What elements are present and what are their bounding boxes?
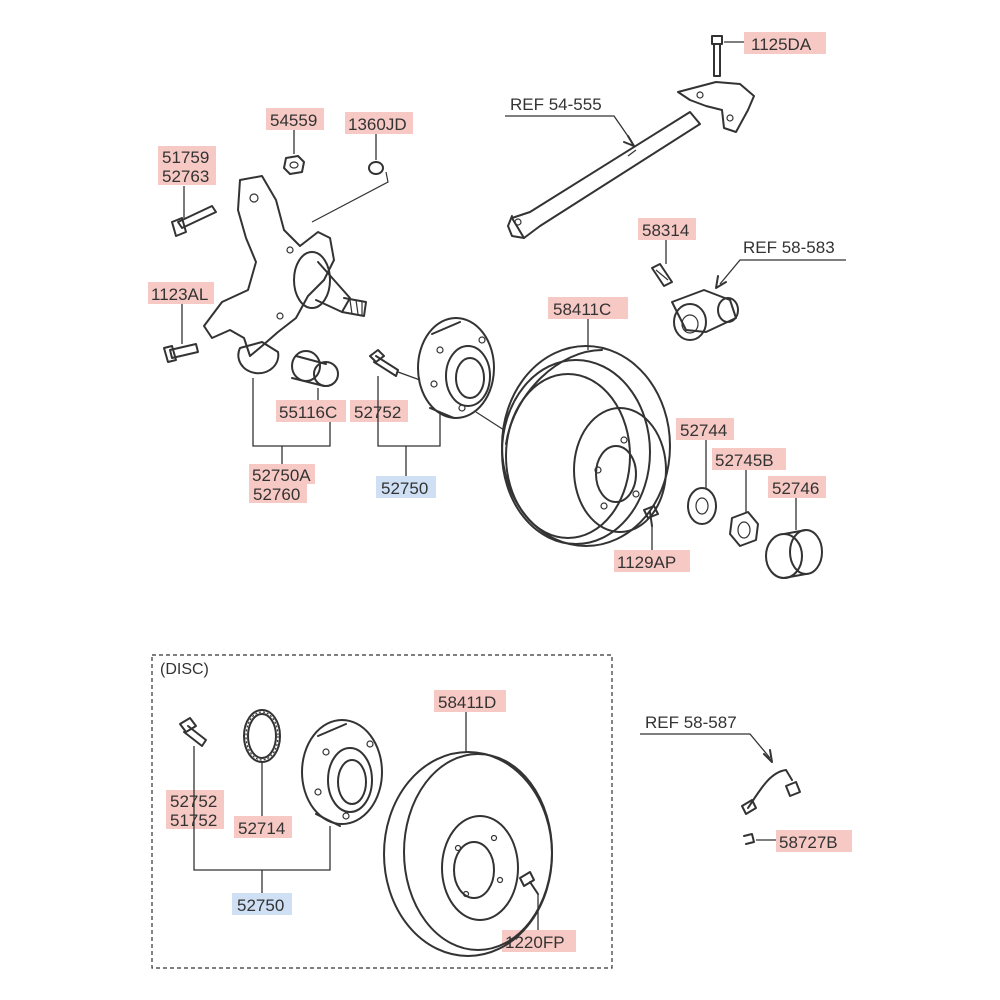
label-52750A[interactable]: 52750A [249, 464, 315, 485]
label-52714-text: 52714 [238, 819, 285, 838]
hub-52750 [417, 317, 505, 431]
label-58411C-text: 58411C [553, 300, 611, 319]
label-52750-assembly-disc[interactable]: 52750 [232, 893, 292, 915]
bolt-1125DA [711, 35, 723, 77]
ref-54-555-text: REF 54-555 [510, 95, 602, 114]
washer-52744 [687, 487, 717, 525]
label-54559-text: 54559 [270, 111, 317, 130]
guide-1360JD [311, 171, 389, 223]
hub-disc [301, 719, 383, 827]
knuckle [203, 175, 367, 375]
label-1360JD-text: 1360JD [348, 115, 407, 134]
hub-bolt-52752-disc [179, 717, 207, 747]
label-1220FP[interactable]: 1220FP [502, 930, 576, 952]
torsion-axle-beam [507, 81, 755, 239]
ref-54-555-leader [505, 115, 633, 143]
label-51759[interactable]: 51759 [158, 146, 216, 167]
bracket-52750A [252, 378, 331, 447]
label-52750-assembly-top-text: 52750 [381, 479, 428, 498]
bracket-52750-top [377, 376, 441, 447]
wheel-cylinder [671, 289, 739, 341]
label-1220FP-text: 1220FP [505, 933, 565, 952]
label-52750-assembly-disc-text: 52750 [237, 896, 284, 915]
ref-54-555-arrow [623, 135, 635, 147]
label-58411D[interactable]: 58411D [434, 690, 506, 712]
label-1125DA[interactable]: 1125DA [744, 32, 826, 54]
cap-52746 [765, 529, 823, 579]
screw-1220FP [519, 871, 539, 895]
ref-58-583-leader [719, 259, 846, 285]
label-52744-text: 52744 [680, 421, 727, 440]
ref-58-587-text: REF 58-587 [645, 713, 737, 732]
label-52760-text: 52760 [253, 485, 300, 504]
label-51752[interactable]: 51752 [166, 809, 224, 830]
label-1360JD[interactable]: 1360JD [345, 112, 413, 134]
hub-bolt-52752-top [369, 349, 421, 381]
brake-hose [741, 769, 801, 815]
ref-54-555[interactable]: REF 54-555 [505, 95, 635, 147]
label-52714[interactable]: 52714 [234, 816, 292, 838]
label-1123AL[interactable]: 1123AL [148, 282, 214, 304]
nut-54559 [283, 155, 305, 175]
label-58314-text: 58314 [642, 221, 689, 240]
bolt-1129AP [643, 505, 659, 527]
label-1129AP-text: 1129AP [617, 553, 676, 572]
label-55116C-text: 55116C [279, 403, 337, 422]
bushing-55116C [291, 350, 339, 387]
label-52745B-text: 52745B [715, 451, 774, 470]
label-58314[interactable]: 58314 [638, 218, 696, 240]
washer-1360JD [368, 161, 384, 175]
label-52763[interactable]: 52763 [158, 165, 216, 186]
label-58727B-text: 58727B [779, 833, 838, 852]
label-54559[interactable]: 54559 [266, 108, 324, 130]
ref-58-583-text: REF 58-583 [743, 238, 835, 257]
ref-58-583[interactable]: REF 58-583 [715, 238, 846, 289]
label-52750-assembly-top[interactable]: 52750 [376, 476, 436, 498]
brake-disc-58411D [383, 751, 553, 957]
ref-58-583-arrow [715, 275, 727, 289]
bleeder-58314 [651, 263, 673, 287]
label-52750A-text: 52750A [252, 466, 311, 485]
nut-52745B [729, 511, 759, 547]
label-58411C[interactable]: 58411C [548, 297, 628, 319]
label-52763-text: 52763 [162, 167, 209, 186]
label-55116C[interactable]: 55116C [276, 400, 346, 422]
disc-section-title: (DISC) [160, 661, 209, 678]
ref-58-587-leader [640, 733, 771, 759]
disc-section-box [151, 654, 613, 969]
label-1129AP[interactable]: 1129AP [614, 550, 690, 572]
ref-58-587[interactable]: REF 58-587 [640, 713, 773, 763]
bolt-1123AL [163, 343, 199, 363]
label-52752-disc[interactable]: 52752 [166, 790, 224, 811]
label-58411D-text: 58411D [438, 693, 496, 712]
brake-drum-58411C [501, 345, 671, 547]
label-52745B[interactable]: 52745B [712, 448, 786, 470]
label-52760[interactable]: 52760 [249, 483, 307, 504]
label-1123AL-text: 1123AL [151, 285, 208, 304]
label-58727B[interactable]: 58727B [776, 830, 852, 852]
label-52744[interactable]: 52744 [676, 418, 734, 440]
label-52746-text: 52746 [772, 479, 819, 498]
ref-58-587-arrow [763, 749, 773, 763]
label-52746[interactable]: 52746 [768, 476, 826, 498]
label-51759-text: 51759 [162, 148, 209, 167]
clip-58727B [743, 833, 755, 845]
bolt-51759 [171, 205, 217, 237]
abs-ring-52714 [243, 709, 281, 763]
label-52752-top[interactable]: 52752 [350, 400, 408, 422]
label-1125DA-text: 1125DA [751, 35, 812, 54]
